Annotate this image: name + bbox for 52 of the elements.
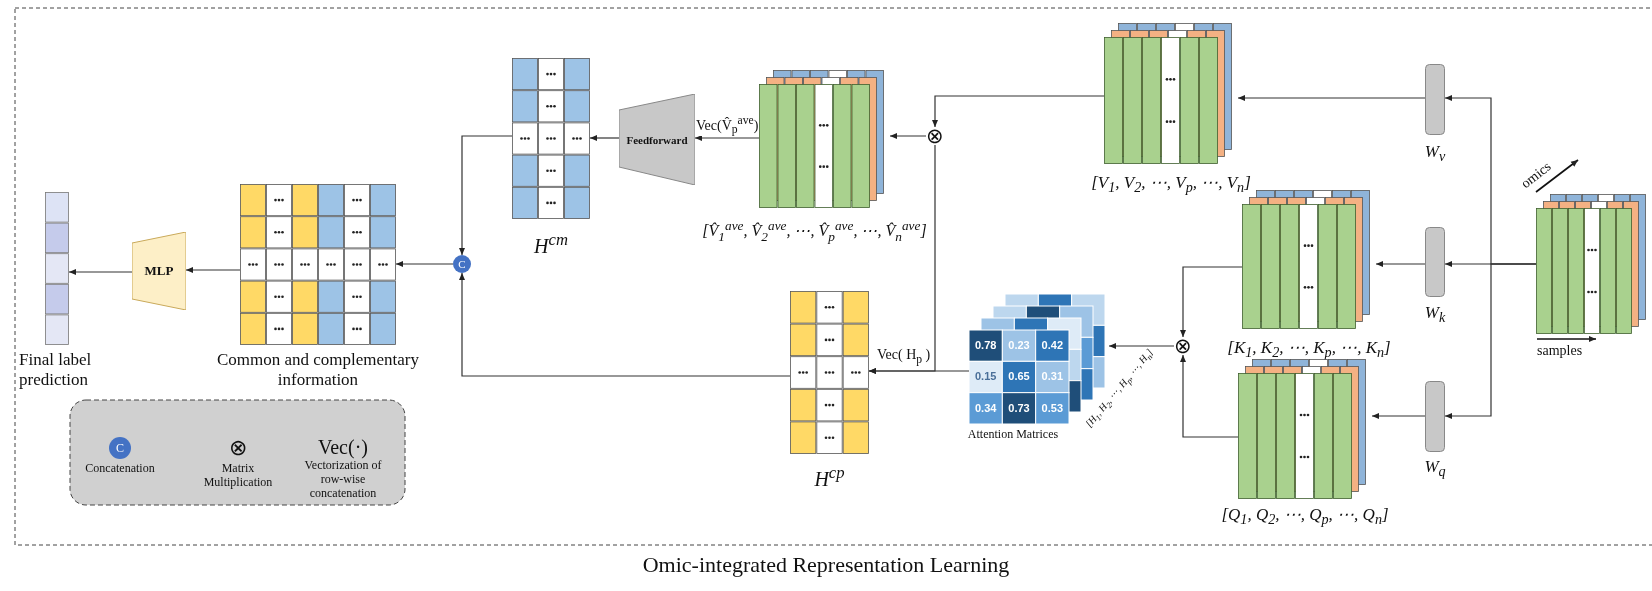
arrow (1444, 263, 1537, 419)
math-label: [V̂$_{1}$$^{ave}$, V̂$_{2}$$^{ave}$, ⋯, V̂$_{p}$$^{ave}$, ⋯, V̂$_{n}$$^{ave}$] (701, 217, 928, 246)
caption: Omic-integrated Representation Learning (641, 552, 1011, 578)
cell-value: 0.42 (1040, 338, 1064, 352)
arrow (185, 267, 241, 273)
math-label: H$^{cm}$ (533, 229, 569, 258)
multiplication-symbol: ⊗ (228, 436, 248, 460)
legend-text: Concatenation (84, 461, 156, 475)
cell-value: 0.34 (974, 400, 998, 415)
cell-value: 0.31 (1040, 369, 1064, 384)
cell-value: 0.15 (974, 369, 998, 384)
arrow (1108, 343, 1175, 349)
cell-value: 0.23 (1007, 338, 1031, 352)
cell-value: 0.78 (974, 338, 998, 352)
multiplication-symbol: ⊗ (926, 127, 944, 145)
cell-value: 0.65 (1007, 369, 1031, 384)
vectorization-symbol: Vec(·) (317, 436, 369, 458)
arrow (1180, 266, 1243, 338)
math-label: W$_{q}$ (1423, 457, 1447, 482)
arrow (889, 133, 927, 139)
cell-value: 0.73 (1007, 400, 1031, 415)
arrow (1371, 413, 1426, 419)
arrow (589, 135, 620, 141)
node-label: Final label prediction (19, 350, 93, 390)
arrow (1375, 261, 1426, 267)
arrow (868, 368, 970, 374)
legend-text: Vectorization of row-wise concatenation (303, 458, 383, 500)
node-label: Attention Matrices (966, 427, 1060, 442)
arrow (459, 135, 513, 256)
math-label: [V$_{1}$, V$_{2}$, ⋯, V$_{p}$, ⋯, V$_{n}$] (1090, 173, 1252, 198)
arrow (694, 135, 760, 141)
concatenation-symbol: C (453, 255, 471, 273)
arrow (1180, 354, 1239, 438)
arrow (459, 272, 791, 377)
math-label: H$^{cp}$ (813, 462, 846, 491)
multiplication-symbol: ⊗ (1174, 337, 1192, 355)
edge-label: Vec( H$_{p}$ ) (876, 347, 932, 366)
layer-label: MLP (143, 263, 175, 279)
edge-label: Vec(V̂$_{p}$$^{ave}$) (695, 114, 760, 137)
layer-label: Feedforward (625, 132, 689, 148)
axis-label: samples (1537, 343, 1583, 359)
arrow (1237, 95, 1426, 101)
math-label: W$_{v}$ (1423, 142, 1447, 167)
arrow (932, 95, 1105, 128)
math-label: [K$_{1}$, K$_{2}$, ⋯, K$_{p}$, ⋯, K$_{n}$] (1226, 338, 1392, 363)
math-label: W$_{k}$ (1423, 303, 1447, 328)
arrow (68, 269, 133, 275)
math-label: [Q$_{1}$, Q$_{2}$, ⋯, Q$_{p}$, ⋯, Q$_{n}$] (1220, 505, 1390, 530)
cell-value: 0.53 (1040, 400, 1064, 415)
legend-text: Matrix Multiplication (202, 461, 274, 489)
node-label: Common and complementary information (215, 350, 421, 390)
arrow (395, 261, 454, 267)
